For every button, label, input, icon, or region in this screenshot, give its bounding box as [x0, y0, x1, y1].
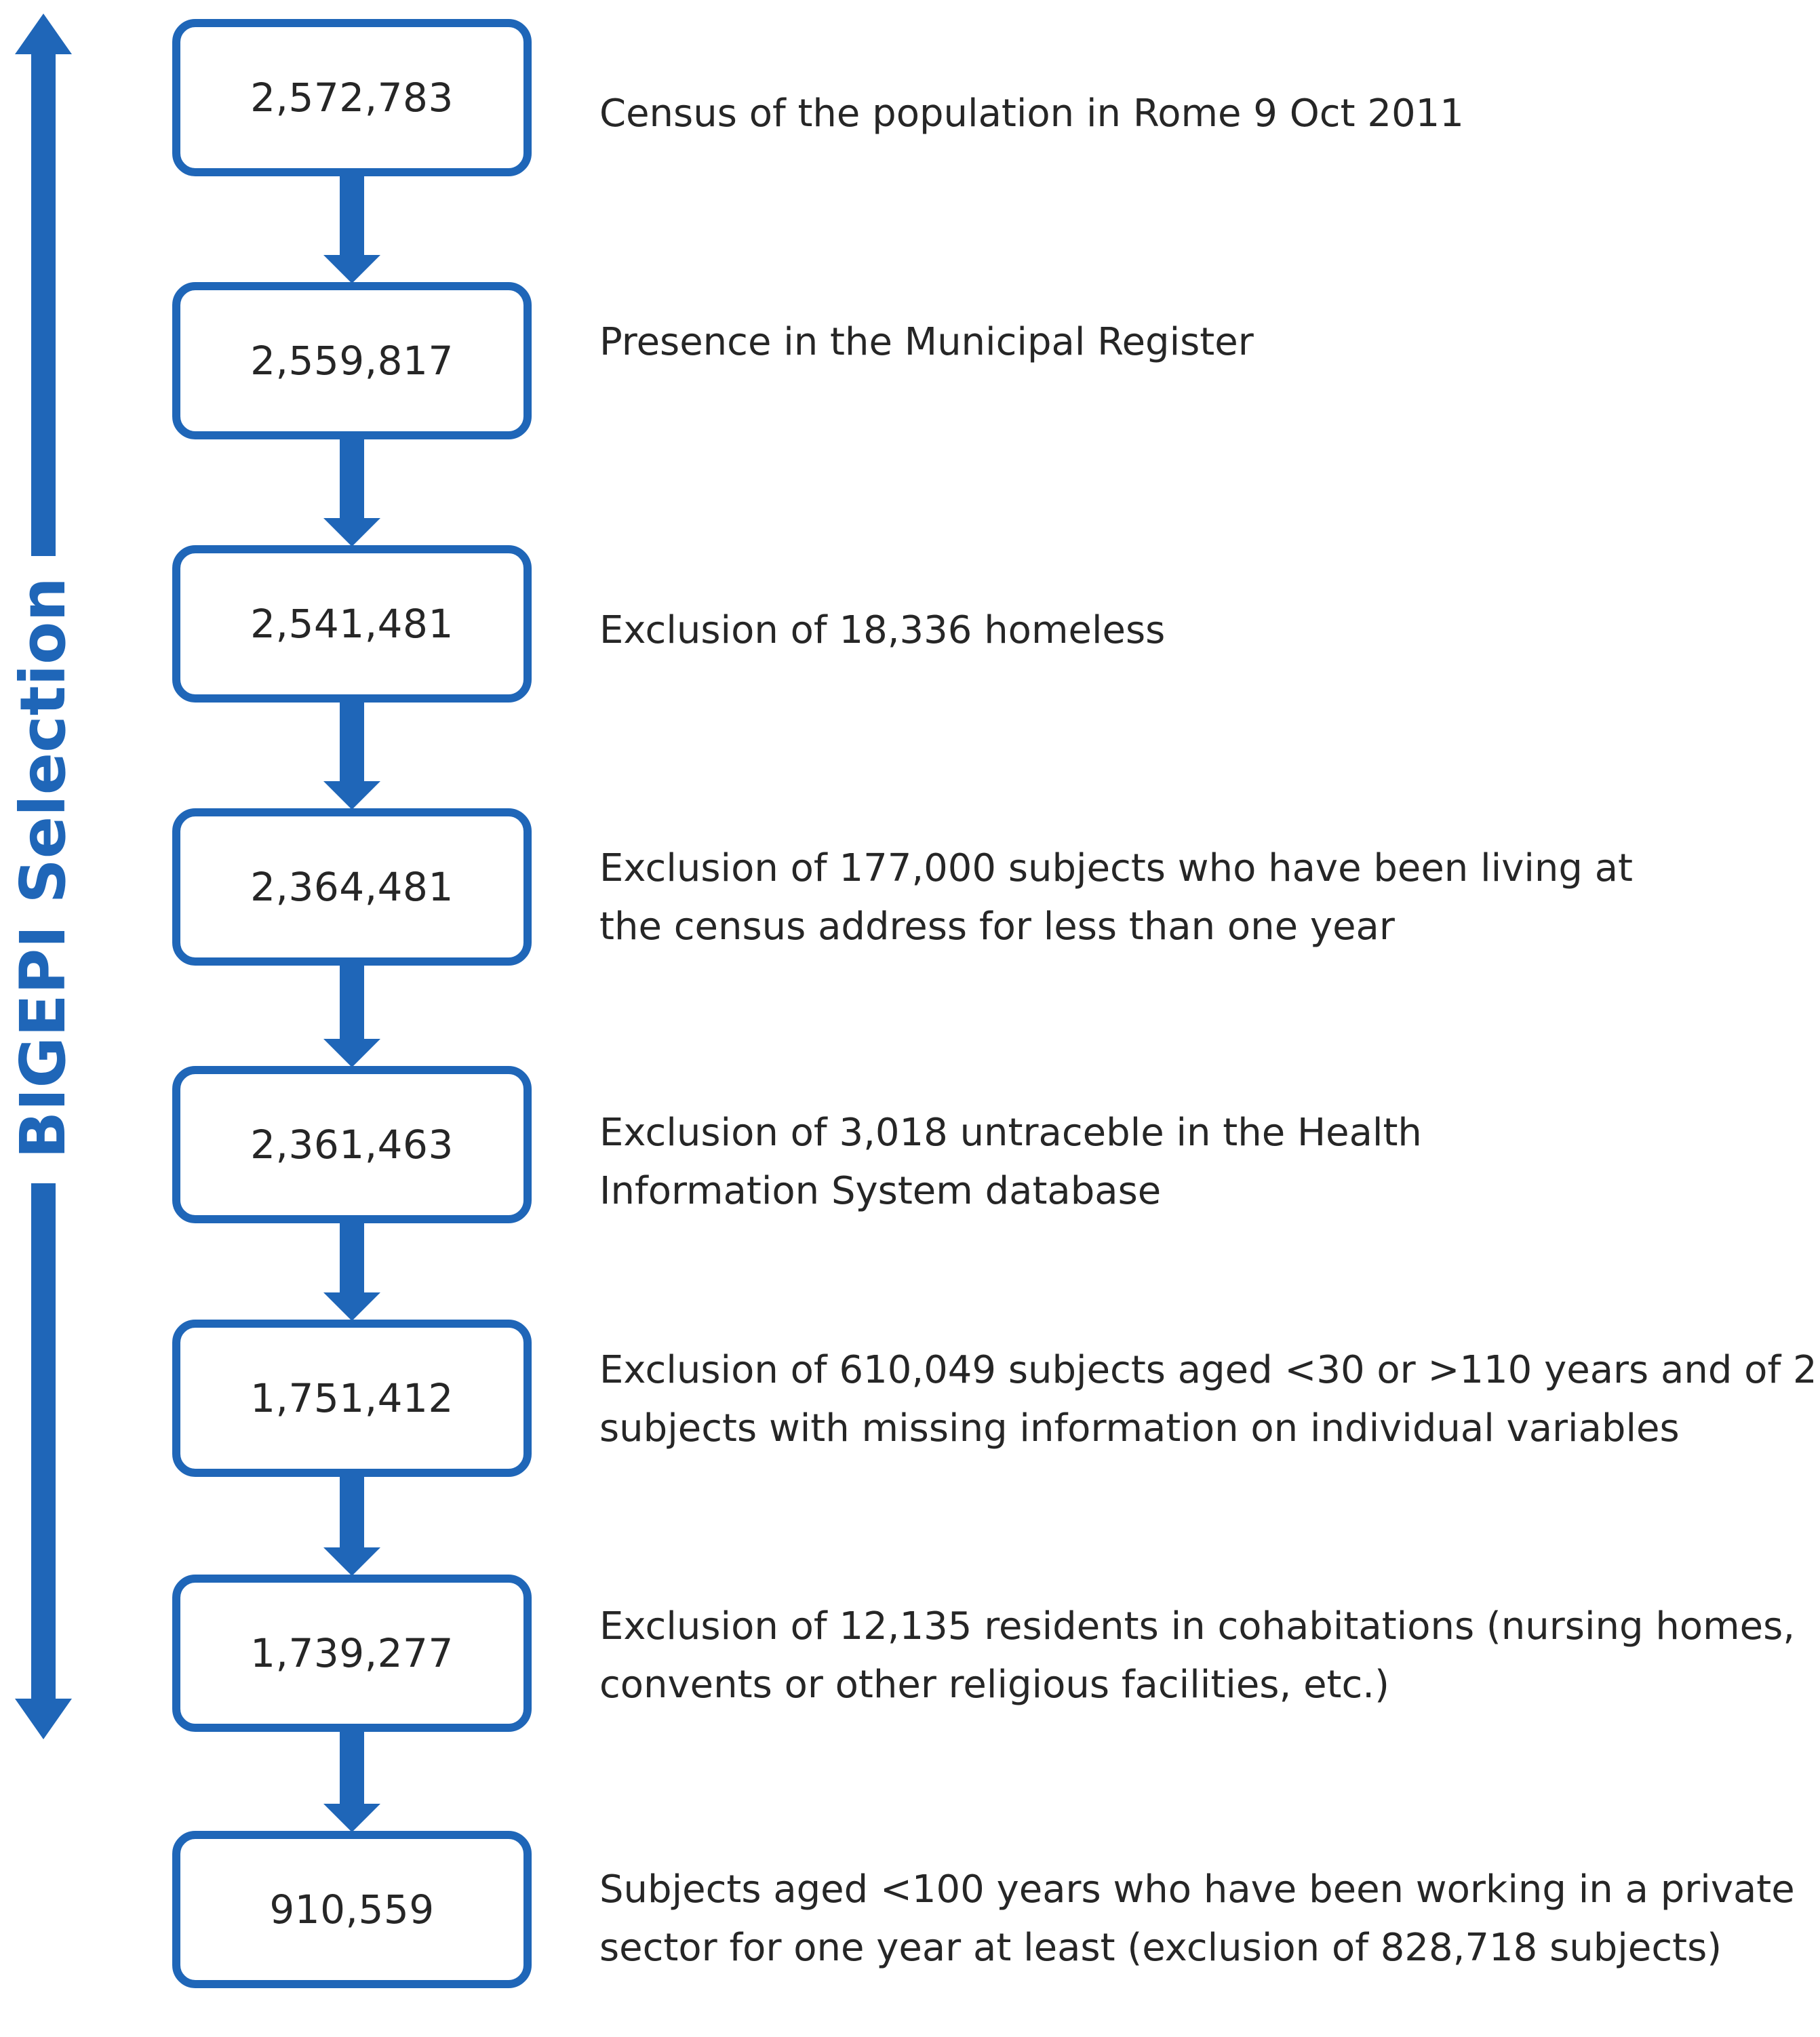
- step-description-2: Presence in the Municipal Register: [599, 313, 1800, 372]
- down-arrow-icon: [323, 1731, 380, 1832]
- step-description-line: Exclusion of 3,018 untraceble in the Hea…: [599, 1111, 1422, 1155]
- step-box-4: 2,364,481: [172, 808, 532, 966]
- step-description-line: sector for one year at least (exclusion …: [599, 1926, 1722, 1970]
- step-description-4: Exclusion of 177,000 subjects who have b…: [599, 839, 1800, 956]
- step-description-line: subjects with missing information on ind…: [599, 1406, 1680, 1450]
- selection-span-double-arrow: [15, 14, 72, 1739]
- step-description-line: Information System database: [599, 1169, 1162, 1213]
- step-description-3: Exclusion of 18,336 homeless: [599, 601, 1800, 660]
- step-description-1: Census of the population in Rome 9 Oct 2…: [599, 85, 1800, 143]
- step-description-line: Exclusion of 177,000 subjects who have b…: [599, 846, 1634, 890]
- step-box-7: 1,739,277: [172, 1575, 532, 1732]
- step-description-line: Exclusion of 18,336 homeless: [599, 608, 1166, 652]
- step-description-line: Exclusion of 12,135 residents in cohabit…: [599, 1604, 1796, 1648]
- step-description-6: Exclusion of 610,049 subjects aged <30 o…: [599, 1341, 1817, 1458]
- step-description-line: Subjects aged <100 years who have been w…: [599, 1867, 1795, 1912]
- step-box-2: 2,559,817: [172, 282, 532, 439]
- step-box-3: 2,541,481: [172, 545, 532, 703]
- step-count-7: 1,739,277: [250, 1630, 454, 1676]
- step-count-3: 2,541,481: [250, 601, 454, 647]
- step-count-1: 2,572,783: [250, 75, 454, 121]
- span-arrow-up-icon: [15, 14, 72, 556]
- step-description-5: Exclusion of 3,018 untraceble in the Hea…: [599, 1104, 1800, 1221]
- step-description-line: Census of the population in Rome 9 Oct 2…: [599, 92, 1464, 136]
- flow-down-arrows: [323, 175, 380, 1832]
- step-description-line: Presence in the Municipal Register: [599, 320, 1254, 364]
- step-box-8: 910,559: [172, 1831, 532, 1988]
- step-description-line: convents or other religious facilities, …: [599, 1663, 1389, 1707]
- down-arrow-icon: [323, 438, 380, 547]
- step-box-1: 2,572,783: [172, 19, 532, 176]
- bigepi-selection-label: BIGEPI Selection: [7, 577, 79, 1159]
- step-box-6: 1,751,412: [172, 1320, 532, 1477]
- step-description-line: the census address for less than one yea…: [599, 905, 1395, 949]
- down-arrow-icon: [323, 175, 380, 283]
- down-arrow-icon: [323, 1222, 380, 1321]
- step-description-7: Exclusion of 12,135 residents in cohabit…: [599, 1598, 1800, 1714]
- span-arrow-down-icon: [15, 1183, 72, 1739]
- step-count-5: 2,361,463: [250, 1122, 454, 1168]
- down-arrow-icon: [323, 964, 380, 1067]
- down-arrow-icon: [323, 1476, 380, 1576]
- step-box-5: 2,361,463: [172, 1066, 532, 1223]
- step-description-8: Subjects aged <100 years who have been w…: [599, 1861, 1800, 1977]
- step-description-line: Exclusion of 610,049 subjects aged <30 o…: [599, 1348, 1817, 1392]
- step-count-6: 1,751,412: [250, 1375, 454, 1421]
- step-count-2: 2,559,817: [250, 338, 454, 384]
- step-count-8: 910,559: [269, 1886, 435, 1933]
- down-arrow-icon: [323, 701, 380, 810]
- step-count-4: 2,364,481: [250, 864, 454, 910]
